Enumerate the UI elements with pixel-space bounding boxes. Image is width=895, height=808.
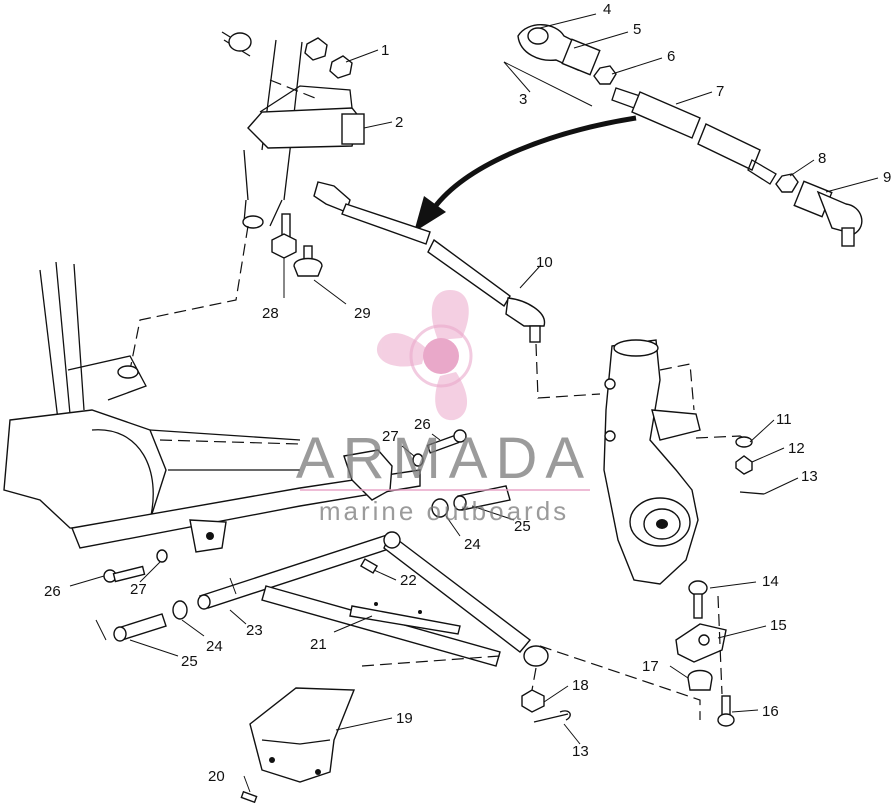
callout-22: 22 — [400, 572, 417, 589]
callout-26-lower: 26 — [44, 583, 61, 600]
installed-tie-rod — [313, 181, 546, 343]
a-arm — [197, 531, 549, 667]
screw-20 — [240, 790, 258, 804]
watermark-brand: ARMADA — [296, 426, 592, 491]
callout-labels: 1 2 3 4 5 6 7 8 9 10 11 12 13 14 15 16 1… — [44, 1, 891, 785]
steering-post — [221, 31, 365, 229]
callout-24-upper: 24 — [464, 536, 481, 553]
bolt-28 — [271, 213, 297, 259]
callout-16: 16 — [762, 703, 779, 720]
callout-24-lower: 24 — [206, 638, 223, 655]
cotter-pin-13-lower — [533, 710, 571, 723]
plate-15 — [675, 623, 727, 663]
callout-7: 7 — [716, 83, 724, 100]
callout-12: 12 — [788, 440, 805, 457]
callout-28: 28 — [262, 305, 279, 322]
callout-2: 2 — [395, 114, 403, 131]
callout-4: 4 — [603, 1, 611, 18]
callout-21: 21 — [310, 636, 327, 653]
callout-11: 11 — [776, 411, 792, 428]
propeller-logo-icon — [376, 290, 473, 421]
callout-18: 18 — [572, 677, 589, 694]
bolt-26-lower — [103, 565, 146, 583]
cotter-pin-13-upper — [739, 491, 765, 495]
callout-13: 13 — [801, 468, 818, 485]
spindle-knuckle — [603, 339, 701, 585]
callout-29: 29 — [354, 305, 371, 322]
tie-rod-assembly — [503, 24, 863, 247]
callout-23: 23 — [246, 622, 263, 639]
callout-3: 3 — [519, 91, 527, 108]
callout-10: 10 — [536, 254, 553, 271]
callout-1: 1 — [381, 42, 389, 59]
watermark-tagline: marine outboards — [319, 496, 569, 526]
callout-20: 20 — [208, 768, 225, 785]
leader-lines — [69, 13, 879, 793]
nut-18 — [521, 689, 545, 713]
callout-27-upper: 27 — [382, 428, 399, 445]
bolt-14 — [688, 580, 708, 619]
washer-24-lower — [172, 600, 188, 620]
bolt-29 — [293, 245, 323, 277]
callout-26-upper: 26 — [414, 416, 431, 433]
bushing-25-lower — [113, 613, 167, 642]
callout-25-lower: 25 — [181, 653, 198, 670]
skid-guard-19 — [249, 687, 356, 783]
watermark: ARMADA marine outboards — [296, 290, 592, 526]
callout-19: 19 — [396, 710, 413, 727]
washer-27-upper — [412, 453, 424, 467]
nut-12 — [735, 455, 753, 475]
callout-14: 14 — [762, 573, 779, 590]
washer-27-lower — [156, 549, 168, 563]
nut-11 — [735, 436, 753, 448]
bolt-26-upper — [426, 429, 467, 454]
callout-9: 9 — [883, 169, 891, 186]
callout-8: 8 — [818, 150, 826, 167]
bolt-16 — [717, 695, 735, 727]
callout-15: 15 — [770, 617, 787, 634]
washer-24-upper — [431, 498, 449, 518]
callout-6: 6 — [667, 48, 675, 65]
callout-5: 5 — [633, 21, 641, 38]
callout-13-lower: 13 — [572, 743, 589, 760]
callout-27-lower: 27 — [130, 581, 147, 598]
grease-fitting-22 — [359, 558, 379, 574]
nut-17 — [687, 669, 713, 691]
direction-arrow — [414, 115, 637, 232]
callout-17: 17 — [642, 658, 659, 675]
callout-25-upper: 25 — [514, 518, 531, 535]
